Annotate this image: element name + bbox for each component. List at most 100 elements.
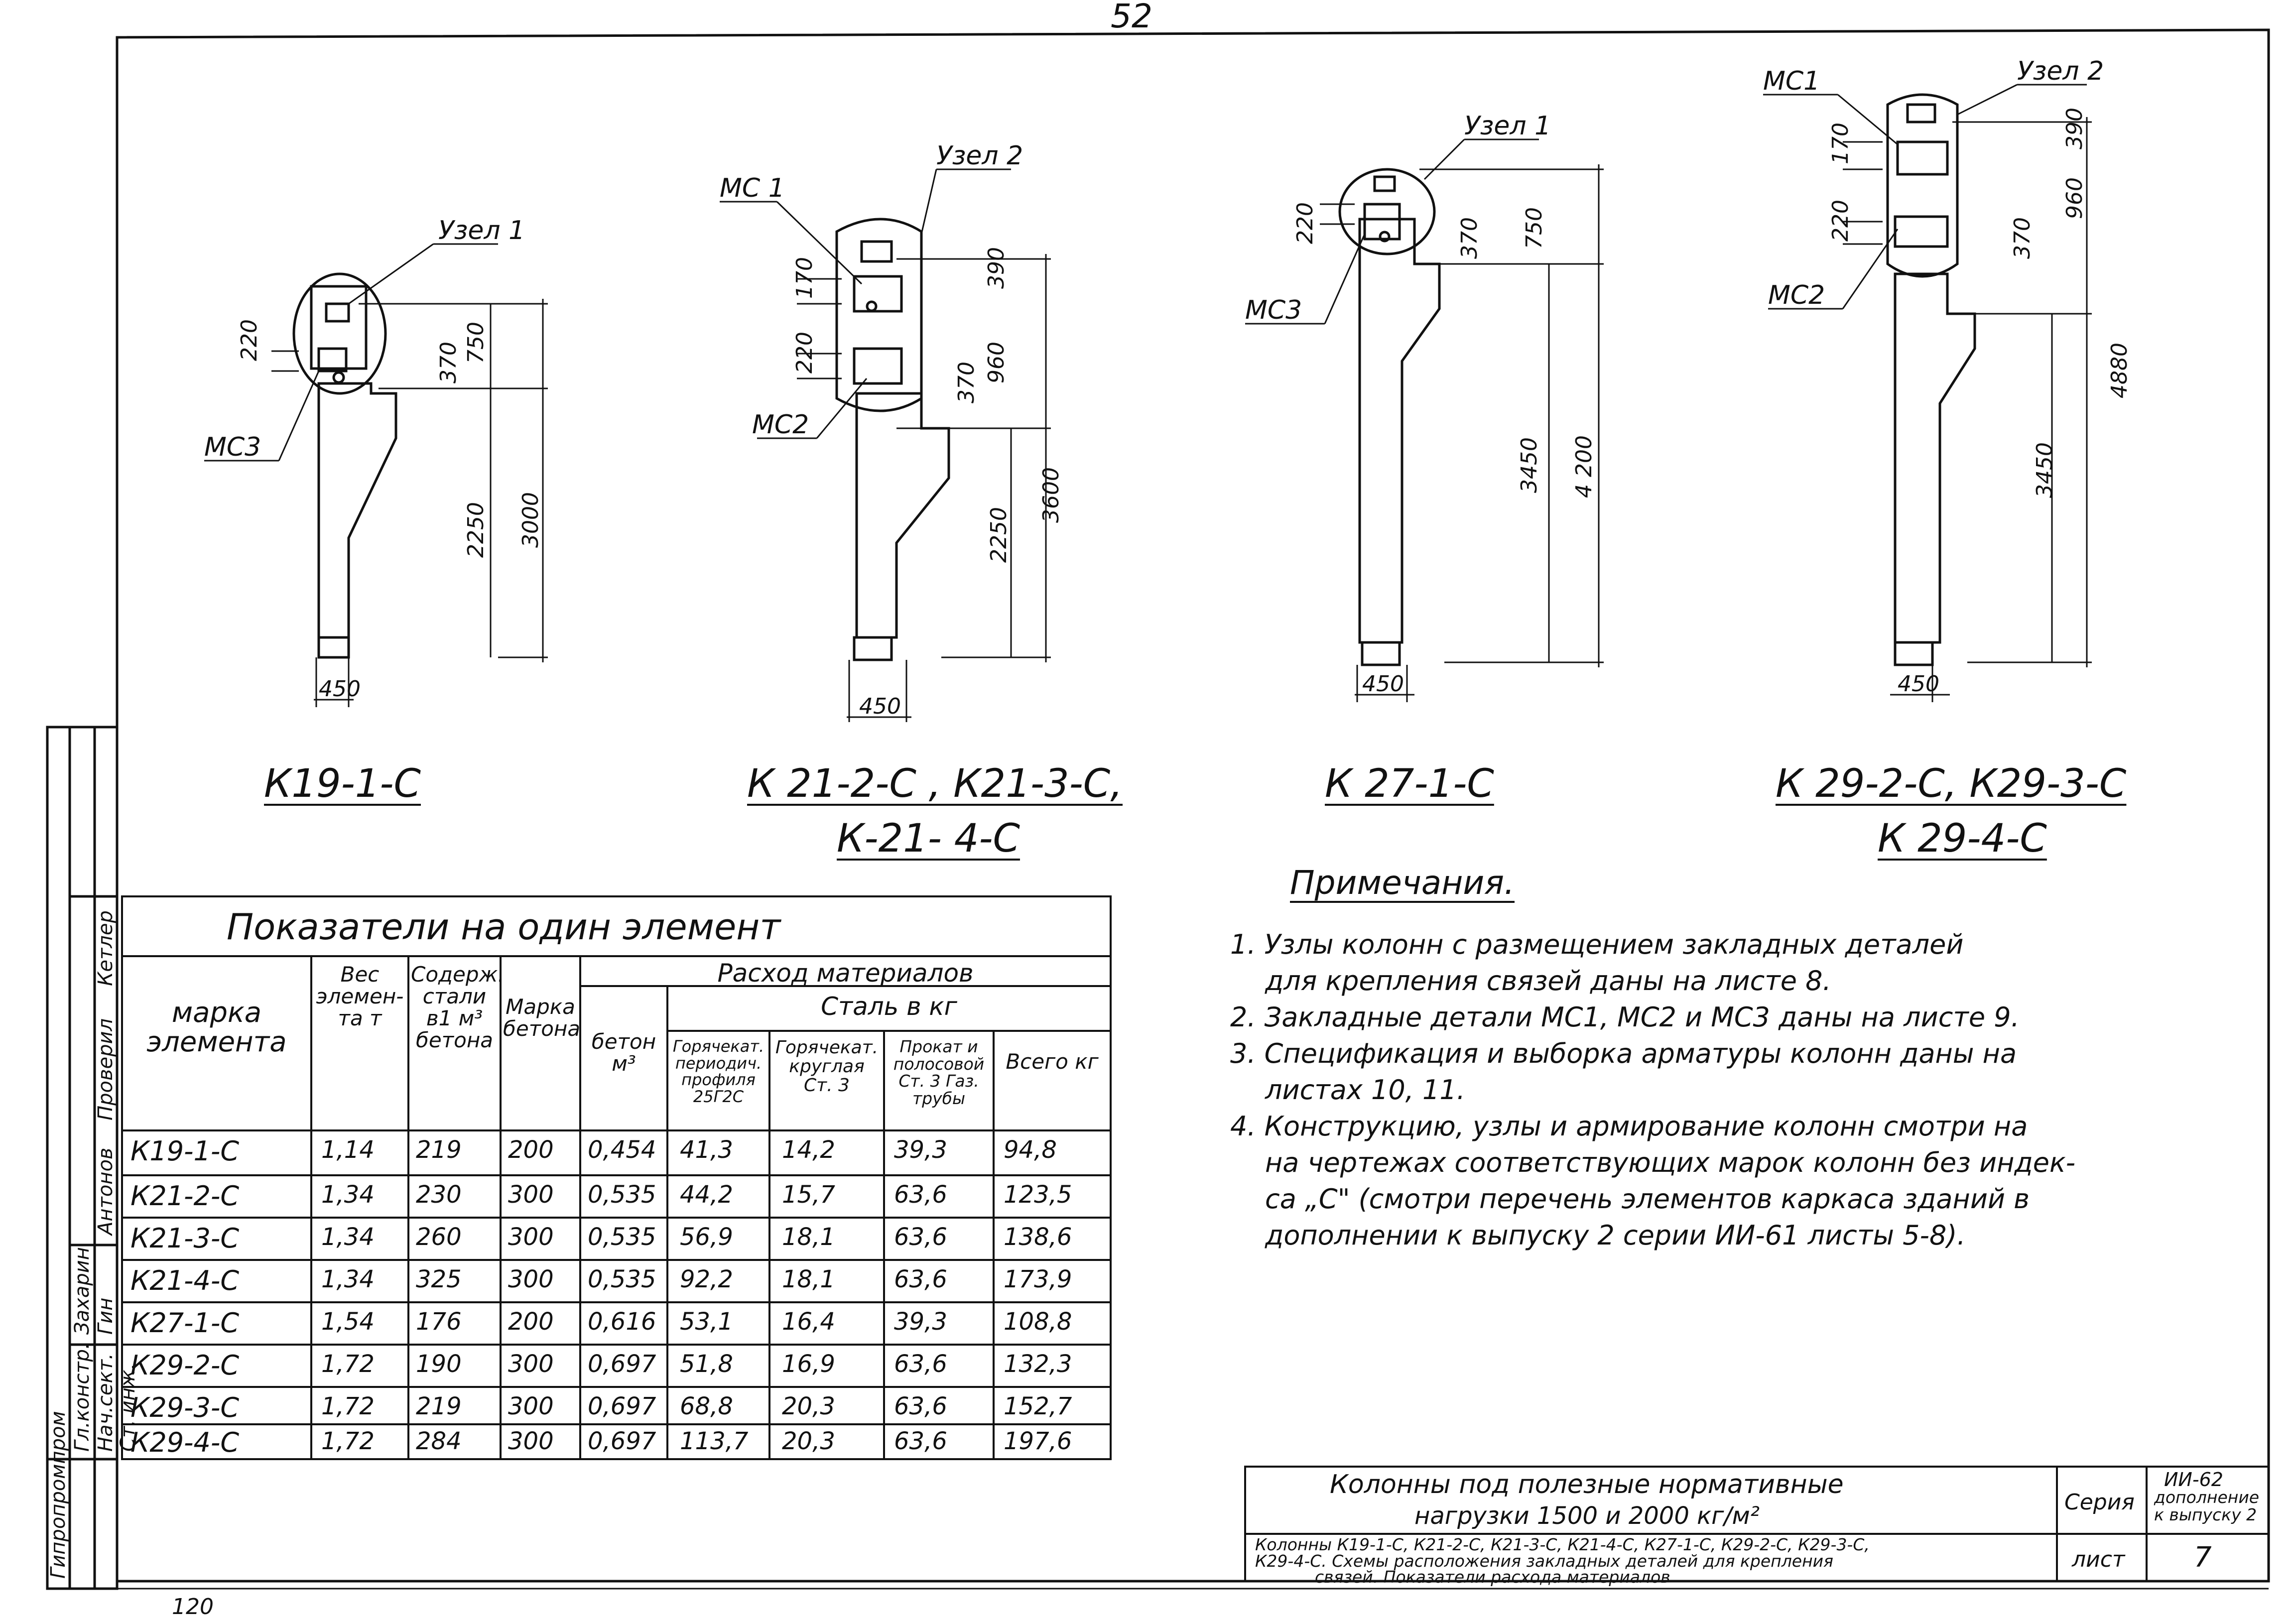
col1-dim-3000: 3000 (518, 492, 543, 548)
table-cell: 197,6 (1004, 1427, 1072, 1455)
col2-dim-960: 960 (984, 342, 1009, 383)
col3-dim-450: 450 (1362, 671, 1404, 697)
table-cell: 92,2 (680, 1265, 733, 1293)
table-cell: 63,6 (894, 1427, 947, 1455)
col4-title-line1: К 29-2-С, К29-3-С (1776, 761, 2127, 806)
col4-uzel-label: Узел 2 (2017, 56, 2104, 86)
col2-dim-220: 220 (792, 332, 817, 374)
note-line: са „С" (смотри перечень элементов каркас… (1265, 1183, 2030, 1215)
table-cell: 176 (416, 1308, 462, 1336)
table-cell: 1,34 (321, 1265, 375, 1293)
col3-mc-label: МС3 (1245, 295, 1302, 325)
table-row-marka: К21-4-С (130, 1265, 240, 1296)
table-cell: 200 (508, 1136, 554, 1164)
table-cell: 108,8 (1004, 1308, 1072, 1336)
table-cell: 63,6 (894, 1223, 947, 1251)
col4-dim-220: 220 (1828, 200, 1853, 242)
col2-title-line1: К 21-2-С , К21-3-С, (747, 761, 1123, 806)
tb-list-value: 7 (2194, 1541, 2212, 1574)
col2-dim-370: 370 (954, 362, 979, 403)
col2-dim-170: 170 (792, 257, 817, 299)
table-cell: 56,9 (680, 1223, 733, 1251)
col4-dim-170: 170 (1828, 123, 1853, 164)
table-cell: 63,6 (894, 1350, 947, 1378)
stamp-checked-label: Проверил (94, 1018, 117, 1121)
col4-title-line2: К 29-4-С (1878, 816, 2047, 861)
col1-title: К19-1-С (264, 761, 421, 806)
note-line: 3. Спецификация и выборка арматуры колон… (1230, 1038, 2017, 1069)
hdr-goryach-period: Горячекат. периодич. профиля 25Г2С (672, 1037, 765, 1106)
table-cell: 94,8 (1004, 1136, 1057, 1164)
table-cell: 53,1 (680, 1308, 733, 1336)
notes-title: Примечания. (1290, 864, 1515, 902)
col2-dim-390: 390 (984, 247, 1009, 289)
col1-dim-450: 450 (319, 676, 361, 702)
col4-dim-960: 960 (2062, 177, 2087, 219)
table-cell: 300 (508, 1427, 554, 1455)
table-cell: 41,3 (680, 1136, 733, 1164)
col4-dim-370: 370 (2010, 217, 2035, 259)
tb-title-line2: нагрузки 1500 и 2000 кг/м² (1414, 1502, 1760, 1530)
side-stamp-frame (46, 726, 119, 1590)
table-cell: 63,6 (894, 1265, 947, 1293)
hdr-rashod: Расход материалов (717, 959, 974, 988)
col1-uzel-label: Узел 1 (438, 216, 525, 246)
hdr-marka-elementa: марка элемента (146, 997, 287, 1058)
hdr-prokat: Прокат и полосовой Ст. 3 Газ. трубы (893, 1037, 985, 1108)
table-cell: 15,7 (782, 1181, 835, 1209)
table-cell: 0,697 (588, 1392, 656, 1420)
col1-mc-label: МС3 (204, 432, 261, 462)
tb-list-label: лист (2072, 1547, 2125, 1572)
note-line: дополнении к выпуску 2 серии ИИ-61 листы… (1265, 1220, 1966, 1251)
table-cell: 152,7 (1004, 1392, 1072, 1420)
table-cell: 260 (416, 1223, 462, 1251)
table-cell: 39,3 (894, 1136, 947, 1164)
table-cell: 113,7 (680, 1427, 749, 1455)
stamp-name-2: Гин (94, 1298, 117, 1335)
col4-dim-4880: 4880 (2107, 343, 2132, 398)
table-cell: 190 (416, 1350, 462, 1378)
col4-mc2-label: МС2 (1768, 280, 1825, 310)
stamp-checked-name: Кетлер (94, 910, 117, 986)
table-cell: 300 (508, 1392, 554, 1420)
table-cell: 132,3 (1004, 1350, 1072, 1378)
tb-desc-line3: связей. Показатели расхода материалов (1315, 1567, 1670, 1587)
col4-dim-390: 390 (2062, 108, 2087, 149)
table-cell: 63,6 (894, 1181, 947, 1209)
col2-uzel-label: Узел 2 (936, 141, 1023, 171)
table-cell: 325 (416, 1265, 462, 1293)
table-row-marka: К29-4-С (130, 1427, 240, 1458)
hdr-soderzh: Содерж. стали в1 м³ бетона (411, 962, 505, 1053)
table-cell: 300 (508, 1265, 554, 1293)
table-cell: 284 (416, 1427, 462, 1455)
note-line: 1. Узлы колонн с размещением закладных д… (1230, 929, 1964, 960)
col3-dim-750: 750 (1522, 207, 1547, 249)
column-k19-drawing (204, 243, 548, 707)
table-row-marka: К21-3-С (130, 1223, 240, 1254)
table-cell: 44,2 (680, 1181, 733, 1209)
table-cell: 20,3 (782, 1392, 835, 1420)
table-cell: 1,14 (321, 1136, 375, 1164)
table-cell: 14,2 (782, 1136, 835, 1164)
table-cell: 1,72 (321, 1427, 375, 1455)
hdr-marka-betona: Марка бетона (503, 995, 581, 1041)
table-cell: 1,72 (321, 1350, 375, 1378)
table-cell: 63,6 (894, 1392, 947, 1420)
page-number: 52 (1111, 0, 1152, 35)
stamp-org: Гипропромпром (47, 1411, 70, 1579)
tb-title-line1: Колонны под полезные нормативные (1330, 1470, 1844, 1499)
note-line: на чертежах соответствующих марок колонн… (1265, 1147, 2076, 1178)
note-line: для крепления связей даны на листе 8. (1265, 965, 1831, 997)
note-line: 2. Закладные детали МС1, МС2 и МС3 даны … (1230, 1001, 2020, 1033)
note-line: листах 10, 11. (1265, 1074, 1465, 1106)
table-title: Показатели на один элемент (227, 906, 781, 948)
col4-mc1-label: МС1 (1763, 66, 1820, 96)
note-line: 4. Конструкцию, узлы и армирование колон… (1230, 1111, 2028, 1142)
table-row-marka: К27-1-С (130, 1307, 240, 1339)
bottom-number: 120 (172, 1594, 214, 1620)
table-cell: 16,9 (782, 1350, 835, 1378)
table-cell: 0,535 (588, 1181, 656, 1209)
table-cell: 300 (508, 1350, 554, 1378)
table-row-marka: К19-1-С (130, 1135, 240, 1167)
table-row-marka: К29-2-С (130, 1350, 240, 1381)
